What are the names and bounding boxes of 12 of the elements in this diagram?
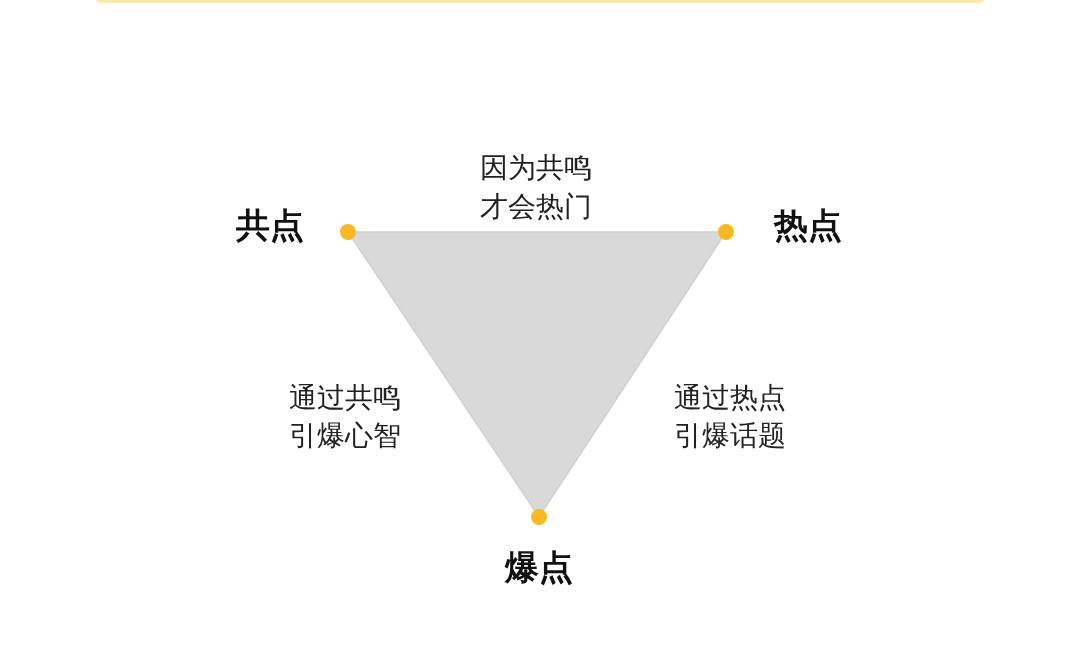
vertex-label: 共点 bbox=[236, 204, 304, 247]
vertex-dot bbox=[718, 224, 734, 240]
triangle-side bbox=[351, 237, 536, 512]
edge-label: 因为共鸣才会热门 bbox=[479, 150, 593, 225]
vertex-label: 热点 bbox=[774, 204, 842, 247]
triangle-side bbox=[355, 231, 719, 233]
edge-label: 通过热点引爆话题 bbox=[673, 379, 788, 455]
vertex-label: 爆点 bbox=[505, 546, 573, 589]
edge-label: 通过共鸣引爆心智 bbox=[288, 379, 403, 455]
vertex-dot bbox=[340, 224, 356, 240]
vertex-dot bbox=[531, 509, 547, 525]
triangle-side bbox=[542, 237, 723, 512]
